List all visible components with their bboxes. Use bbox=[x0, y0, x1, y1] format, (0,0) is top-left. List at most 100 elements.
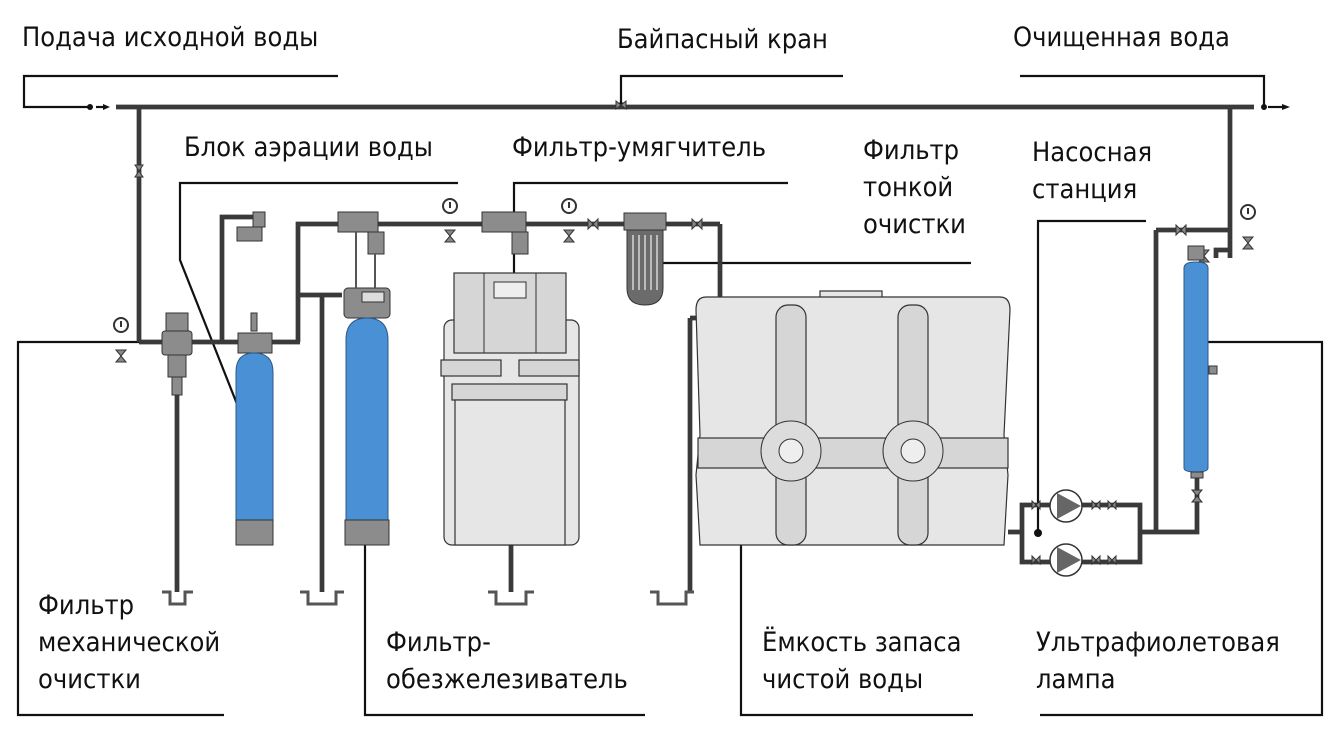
label-mech-filter-line1: Фильтр bbox=[38, 590, 134, 621]
label-source-water: Подача исходной воды bbox=[22, 22, 318, 53]
uv-lamp-cap bbox=[1187, 245, 1205, 261]
label-pump-station: Насосная станция bbox=[1032, 137, 1152, 205]
softener-lid bbox=[451, 383, 568, 401]
leader-mech-filter bbox=[16, 340, 224, 717]
leader-aeration bbox=[178, 181, 458, 443]
leader-source-water bbox=[22, 74, 338, 109]
mech-filter-drain bbox=[171, 376, 183, 396]
valve-icon bbox=[1107, 554, 1117, 566]
valve-icon bbox=[1107, 499, 1117, 511]
mech-filter-bowl bbox=[167, 354, 187, 378]
tank-body bbox=[695, 296, 1011, 546]
label-iron-filter: Фильтр- обезжелезиватель bbox=[386, 627, 628, 695]
aeration-head bbox=[237, 332, 273, 354]
label-mech-filter-line3: очистки bbox=[38, 664, 141, 695]
pump-icon bbox=[1049, 489, 1083, 523]
valve-icon bbox=[562, 229, 576, 243]
label-aeration-unit: Блок аэрации воды bbox=[184, 132, 433, 163]
iron-filter-vessel bbox=[345, 317, 389, 521]
pressure-gauge-icon bbox=[1240, 204, 1256, 220]
leader-pump-station bbox=[1036, 219, 1146, 533]
arrow-in-icon bbox=[103, 104, 110, 110]
label-uv-lamp-line1: Ультрафиолетовая bbox=[1036, 627, 1280, 658]
softener-bypass-block bbox=[481, 211, 527, 233]
aeration-base bbox=[235, 519, 274, 546]
valve-icon bbox=[443, 229, 457, 243]
storage-tank bbox=[695, 290, 1011, 546]
iron-filter-base bbox=[344, 519, 390, 546]
mech-filter-head bbox=[165, 312, 189, 332]
leader-dot bbox=[1261, 104, 1267, 110]
leader-dot bbox=[1034, 529, 1042, 537]
mech-filter-body bbox=[161, 330, 193, 356]
leader-uv-lamp bbox=[1040, 340, 1324, 717]
softener-bypass-valve bbox=[511, 231, 529, 255]
leader-bypass bbox=[619, 74, 843, 104]
label-bypass-valve: Байпасный кран bbox=[617, 24, 828, 55]
leader-iron-filter bbox=[363, 505, 645, 717]
aeration-nozzle bbox=[236, 226, 263, 242]
label-iron-filter-line1: Фильтр- bbox=[386, 627, 491, 658]
drain-icon bbox=[488, 590, 534, 606]
label-fine-filter-line1: Фильтр bbox=[863, 135, 959, 166]
leader-purified bbox=[1020, 74, 1266, 107]
label-purified-water: Очищенная вода bbox=[1013, 22, 1230, 53]
label-storage-tank-line1: Ёмкость запаса bbox=[762, 626, 962, 658]
fine-filter-head bbox=[623, 212, 667, 231]
leader-softener bbox=[512, 181, 788, 312]
label-uv-lamp-line2: лампа bbox=[1036, 664, 1116, 695]
label-storage-tank-line2: чистой воды bbox=[762, 664, 923, 695]
mechanical-filter bbox=[161, 312, 193, 396]
label-fine-filter: Фильтр тонкой очистки bbox=[863, 135, 966, 240]
tank-band bbox=[697, 437, 1009, 469]
label-mech-filter-line2: механической bbox=[38, 627, 220, 658]
uv-lamp-sensor bbox=[1208, 365, 1218, 375]
drains bbox=[162, 590, 694, 606]
valve-icon bbox=[1031, 499, 1041, 511]
iron-filter bbox=[337, 211, 391, 546]
uv-lamp-bottom bbox=[1190, 471, 1204, 479]
drain-icon bbox=[650, 590, 694, 606]
label-pump-station-line2: станция bbox=[1032, 174, 1137, 205]
valve-icon bbox=[1091, 499, 1101, 511]
arrow-out-icon bbox=[1282, 104, 1290, 110]
aeration-valve bbox=[250, 312, 258, 332]
leader-lines bbox=[16, 74, 1324, 717]
drain-icon bbox=[300, 590, 344, 606]
tank-flange bbox=[882, 420, 944, 482]
softener-shelf bbox=[440, 359, 502, 377]
tank-flange bbox=[760, 420, 822, 482]
gauges bbox=[113, 198, 1256, 333]
valve-icon bbox=[134, 164, 144, 178]
fine-filter bbox=[623, 212, 667, 306]
aeration-unit bbox=[235, 211, 274, 546]
valve-icon bbox=[1031, 554, 1041, 566]
bypass-valve-icon bbox=[615, 99, 627, 111]
bypass-block bbox=[337, 211, 379, 233]
softener-display bbox=[493, 281, 527, 299]
pipes bbox=[116, 104, 1254, 592]
label-iron-filter-line2: обезжелезиватель bbox=[386, 664, 628, 695]
pressure-gauge-icon bbox=[113, 317, 129, 333]
label-storage-tank: Ёмкость запаса чистой воды bbox=[762, 626, 962, 695]
label-softener: Фильтр-умягчитель bbox=[512, 132, 766, 163]
valve-icon bbox=[1091, 554, 1101, 566]
drain-icon bbox=[162, 590, 193, 606]
label-fine-filter-line2: тонкой bbox=[863, 172, 953, 203]
softener-shelf bbox=[518, 359, 580, 377]
pressure-gauge-icon bbox=[442, 198, 458, 214]
label-pump-station-line1: Насосная bbox=[1032, 137, 1152, 168]
label-uv-lamp: Ультрафиолетовая лампа bbox=[1036, 627, 1280, 695]
uv-lamp-body bbox=[1183, 261, 1209, 473]
valve-icon bbox=[1175, 223, 1187, 237]
valve-icon bbox=[1241, 236, 1255, 250]
valve-icon bbox=[1190, 489, 1204, 503]
pump-icon bbox=[1049, 543, 1083, 577]
aeration-nozzle-top bbox=[252, 211, 266, 228]
uv-lamp bbox=[1183, 245, 1218, 479]
leader-storage-tank bbox=[739, 505, 973, 717]
valve-icon bbox=[587, 217, 599, 231]
label-mech-filter: Фильтр механической очистки bbox=[38, 590, 220, 695]
